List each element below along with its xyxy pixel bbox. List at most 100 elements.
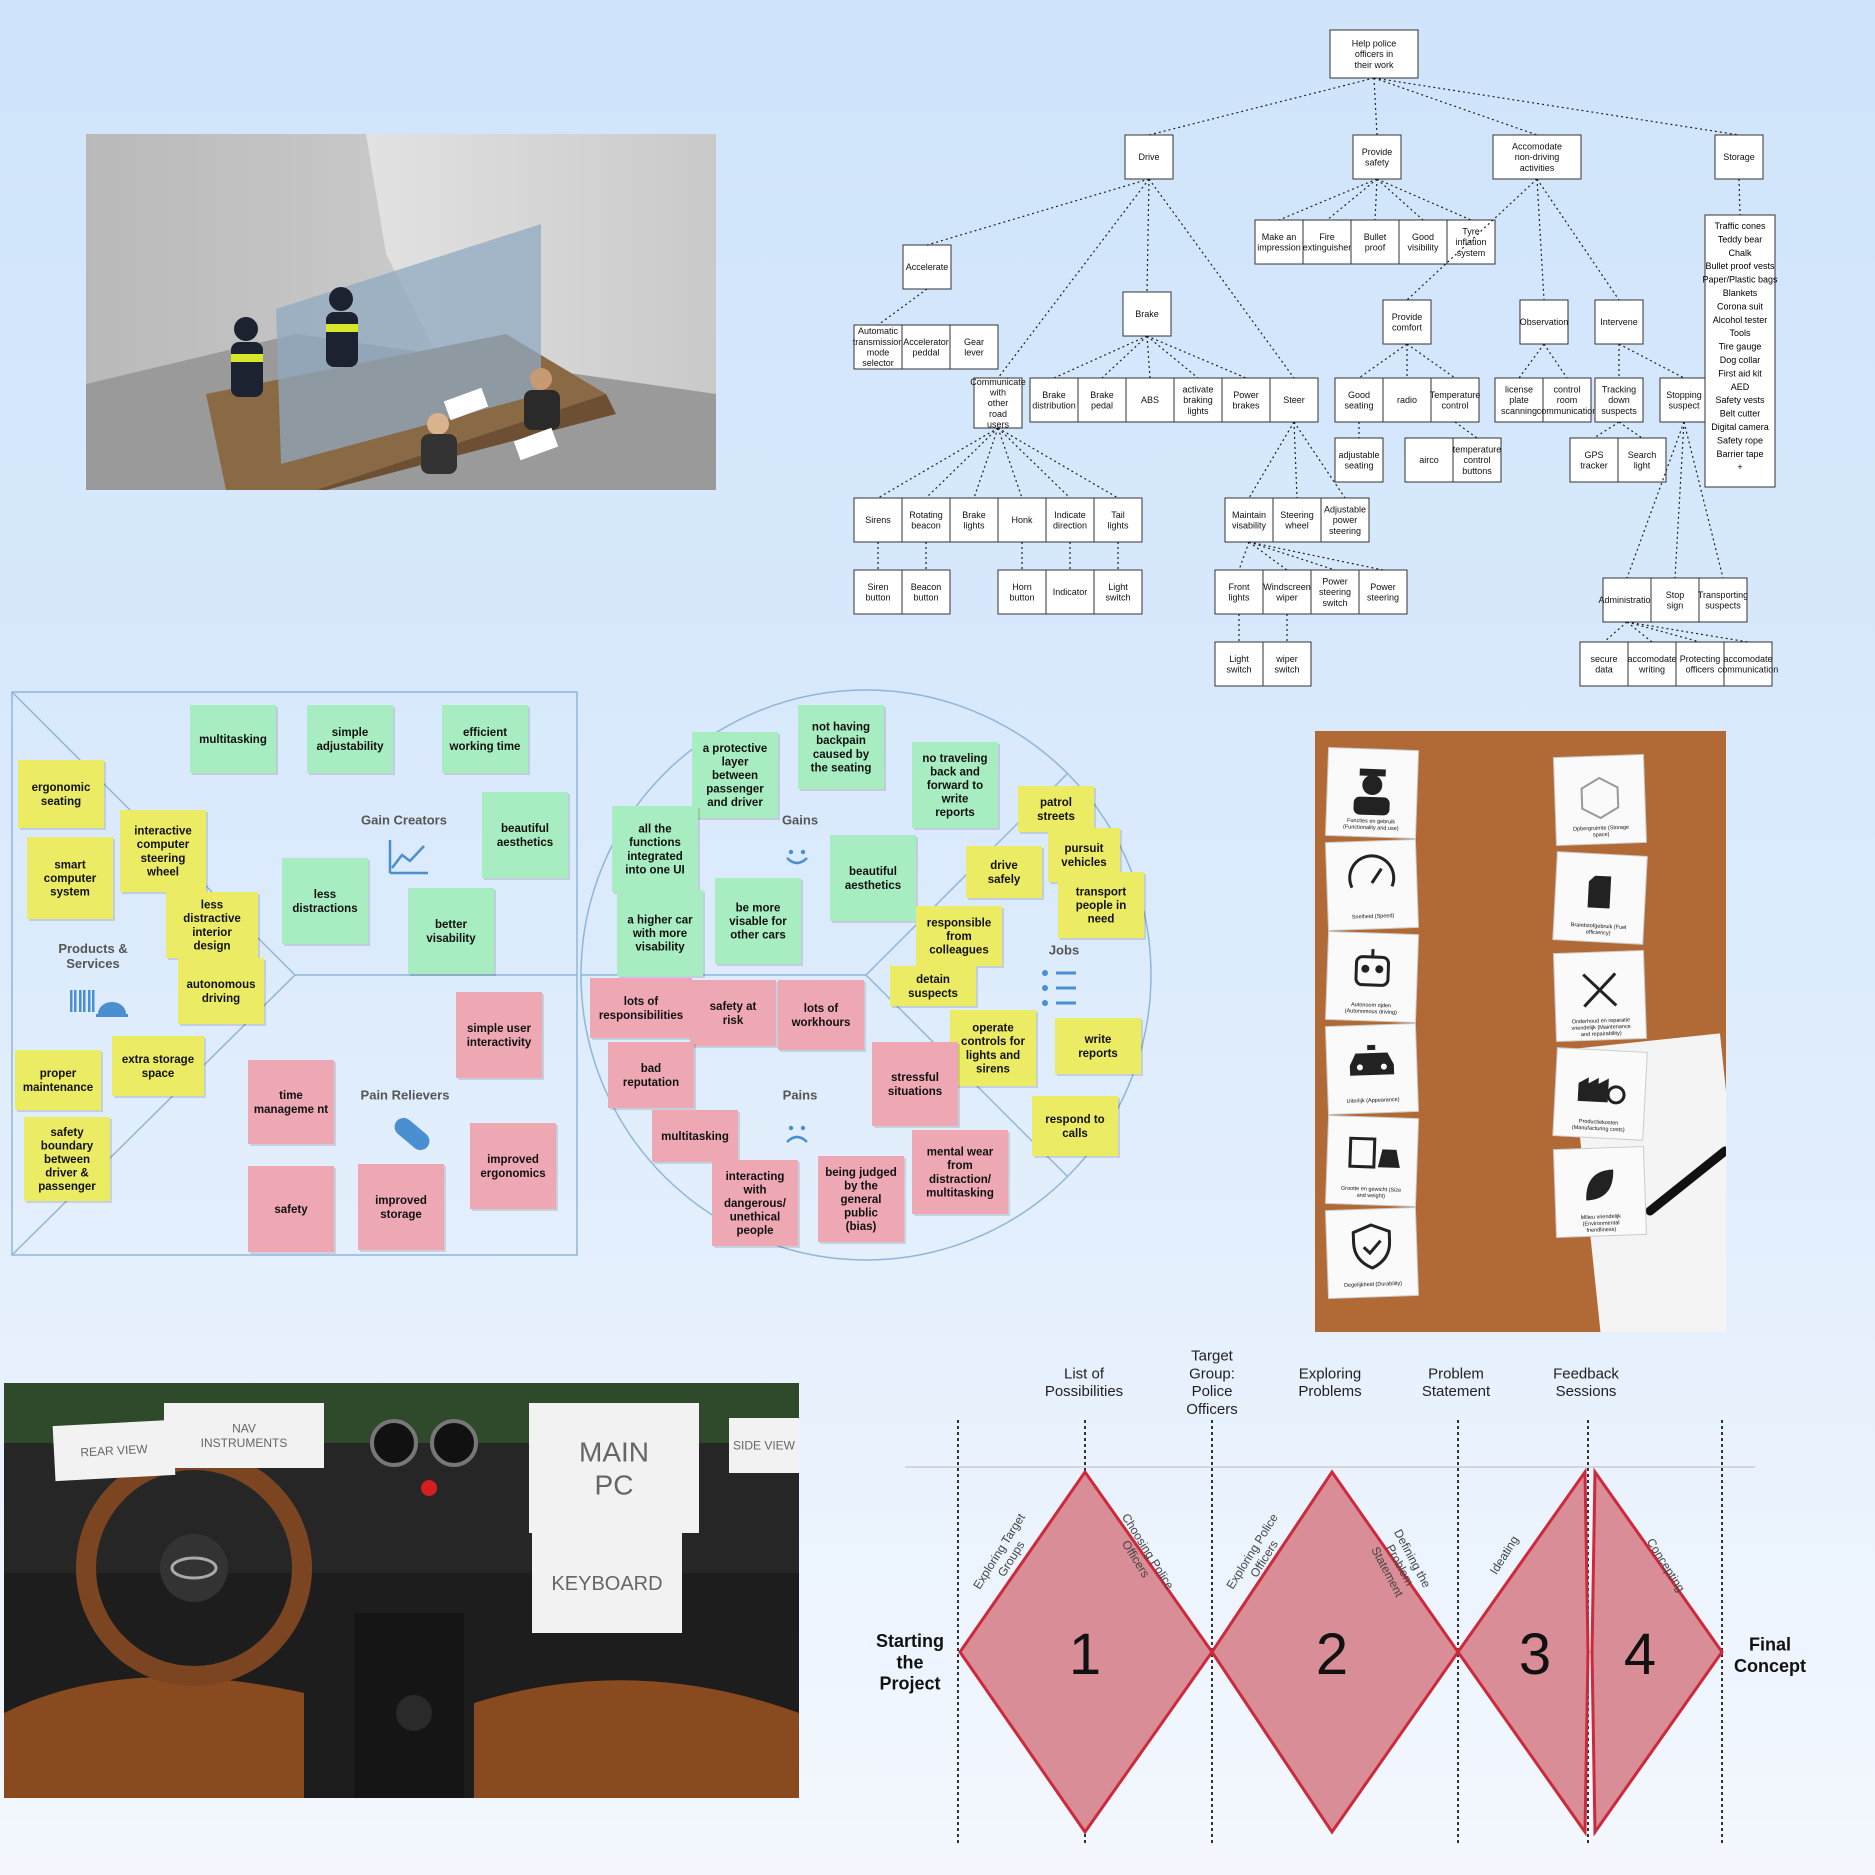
sticky-note: safety (248, 1166, 336, 1254)
size-weight-icon (1348, 1136, 1400, 1169)
criteria-card-caption: Uiterlijk (Appearance) (1347, 1097, 1400, 1105)
diamond-number: 3 (1519, 1622, 1551, 1687)
tree-node-temperature-buttons (1452, 437, 1502, 483)
tree-link (877, 427, 999, 499)
fuel-can-icon (1587, 875, 1612, 909)
label-pains: Pains (783, 1088, 818, 1103)
tree-link (1293, 421, 1298, 499)
barcode-service-icon (70, 990, 128, 1017)
tree-node-airco-label: airco (1419, 455, 1439, 465)
criteria-card: Onderhoud en reparatievriendelijk (Maint… (1552, 949, 1647, 1043)
tree-link (1373, 77, 1740, 136)
tree-link (1603, 621, 1628, 643)
tree-node-accelerate-child (901, 324, 951, 370)
sticky-note-text: multitasking (199, 734, 267, 746)
tree-node-button (1093, 569, 1143, 615)
tree-link (1618, 343, 1685, 379)
tree-link (1406, 343, 1456, 379)
tree-link (1593, 421, 1620, 439)
tree-link (1326, 178, 1378, 221)
tree-node-airco (1404, 437, 1454, 483)
tree-node-admin-child (1675, 641, 1725, 687)
tree-node-visibility-child (1214, 569, 1264, 615)
tree-link (1618, 421, 1643, 439)
criteria-card: Uiterlijk (Appearance) (1324, 1022, 1419, 1116)
tree-link (1053, 335, 1148, 379)
tree-link (1674, 421, 1685, 579)
tree-node-intervene-child (1594, 377, 1644, 423)
criteria-card: Milieu vriendelijk(Environmentalfriendli… (1552, 1145, 1647, 1239)
tree-link (1373, 77, 1378, 136)
tree-node-admin-child (1723, 641, 1773, 687)
checklist-icon (1042, 970, 1076, 1006)
left-seat (4, 1677, 304, 1798)
paper-label-text: KEYBOARD (551, 1573, 662, 1595)
diamond-number: 4 (1624, 1622, 1656, 1687)
diamond-number: 1 (1069, 1622, 1101, 1687)
tree-node-steer-label: Steer (1283, 395, 1305, 405)
frown-icon (786, 1125, 808, 1143)
tree-node-steer-child (1320, 497, 1370, 543)
tree-node-safety-child (1350, 219, 1400, 265)
tree-node-accelerate-child (949, 324, 999, 370)
tree-node-level1 (1124, 134, 1174, 180)
label-products-services: Products &Services (58, 941, 127, 971)
tree-link (1278, 178, 1378, 221)
paper-label: KEYBOARD (532, 1533, 682, 1633)
tree-link (1626, 621, 1653, 643)
label-pain-relievers: Pain Relievers (361, 1088, 450, 1103)
tree-link (1146, 335, 1247, 379)
pen (1645, 1146, 1730, 1216)
tree-node-tracking-child (1617, 437, 1667, 483)
tree-node-observation-child (1494, 377, 1544, 423)
